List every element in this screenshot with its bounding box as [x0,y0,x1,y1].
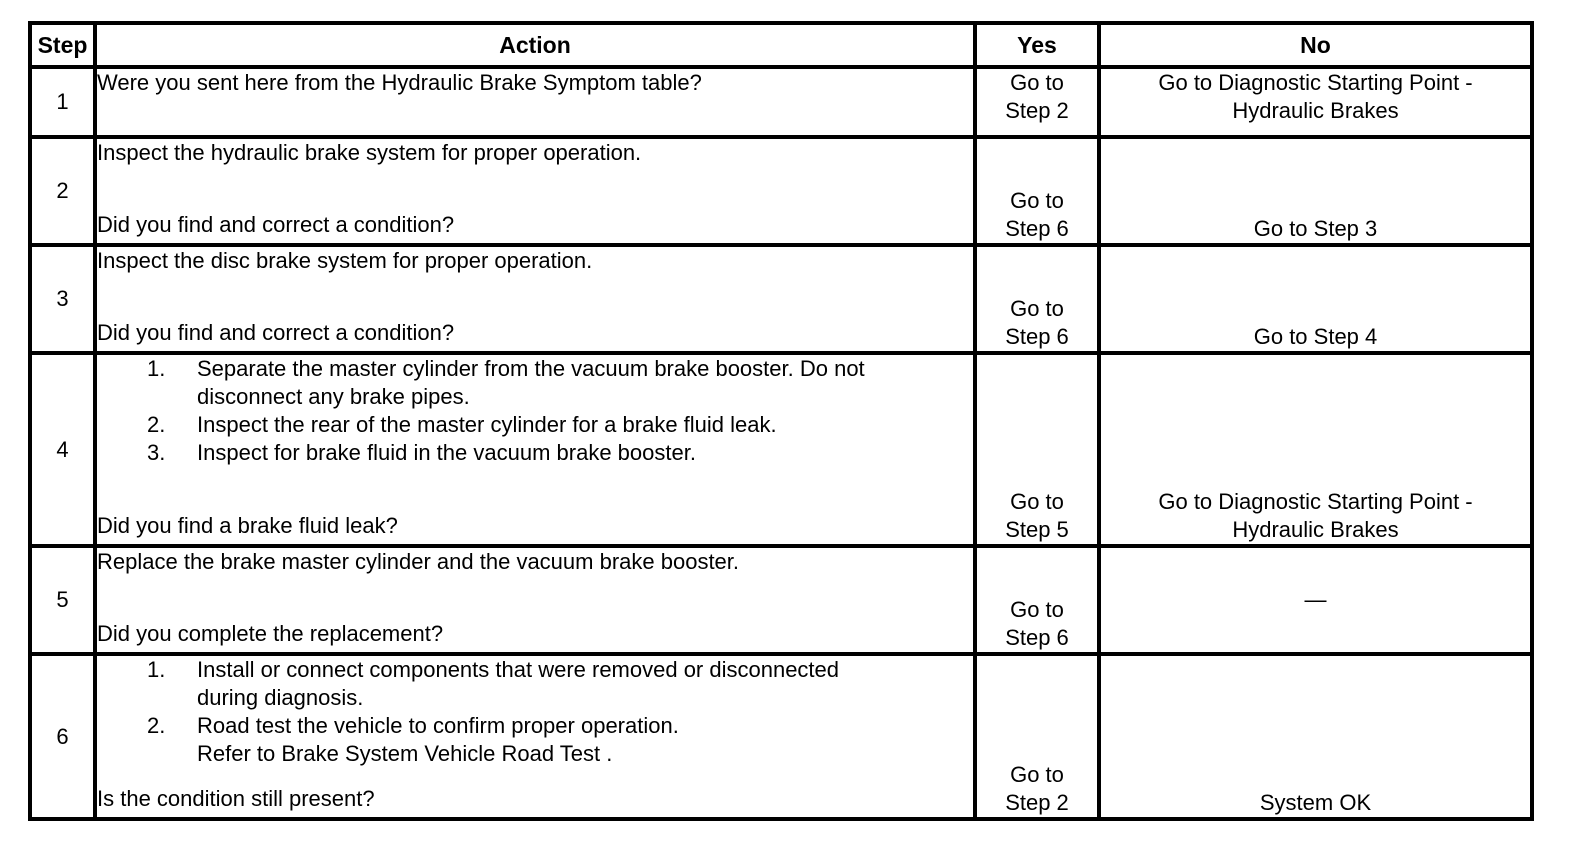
substep-item: 1. Install or connect components that we… [97,656,973,712]
yes-text-line2: Step 6 [1005,216,1069,241]
yes-cell: Go to Step 6 [973,544,1101,656]
substep-line: Install or connect components that were … [197,657,840,682]
yes-text-line2: Step 2 [1005,790,1069,815]
header-action: Action [93,21,977,69]
step-number: 4 [28,351,97,548]
no-text: — [1304,587,1327,612]
no-text: System OK [1259,790,1372,815]
table-row: 1 Were you sent here from the Hydraulic … [28,65,1534,139]
yes-cell: Go to Step 2 [973,652,1101,821]
step-number: 6 [28,652,97,821]
step-number: 1 [28,65,97,139]
yes-cell: Go to Step 5 [973,351,1101,548]
no-text-line2: Hydraulic Brakes [1232,517,1399,542]
yes-text-line1: Go to [1010,597,1064,622]
no-cell: Go to Diagnostic Starting Point - Hydrau… [1097,351,1534,548]
question-text: Did you find and correct a condition? [97,320,455,345]
substep-item: 2. Road test the vehicle to confirm prop… [97,712,973,768]
no-cell: System OK [1097,652,1534,821]
no-text-line2: Hydraulic Brakes [1232,98,1399,123]
substep-line: Inspect the rear of the master cylinder … [197,412,777,437]
substep-line: Refer to Brake System Vehicle Road Test … [197,741,613,766]
yes-text-line1: Go to [1010,296,1064,321]
substep-text: Separate the master cylinder from the va… [197,355,973,411]
substep-line: during diagnosis. [197,685,364,710]
yes-text-line1: Go to [1010,70,1064,95]
action-text: Replace the brake master cylinder and th… [97,549,740,574]
substep-text: Road test the vehicle to confirm proper … [197,712,973,768]
no-cell: — [1097,544,1534,656]
substep-text: Install or connect components that were … [197,656,973,712]
substep-line: Road test the vehicle to confirm proper … [197,713,679,738]
no-text: Go to Step 3 [1253,216,1378,241]
substep-number: 1. [147,657,166,682]
header-step: Step [28,21,97,69]
step-number: 5 [28,544,97,656]
table-row: 3 Inspect the disc brake system for prop… [28,243,1534,355]
action-text: Inspect the hydraulic brake system for p… [97,140,642,165]
question-text: Is the condition still present? [97,786,375,811]
no-text: Go to Step 4 [1253,324,1378,349]
table-row: 6 1. Install or connect components that … [28,652,1534,821]
substep-line: Separate the master cylinder from the va… [197,356,865,381]
diagnostic-table: Step Action Yes No 1 Were you sent here … [28,21,1534,821]
no-cell: Go to Step 3 [1097,135,1534,247]
question-text: Did you find and correct a condition? [97,212,455,237]
action-cell: 1. Separate the master cylinder from the… [93,351,977,548]
yes-cell: Go to Step 6 [973,135,1101,247]
yes-text-line2: Step 5 [1005,517,1069,542]
substep-item: 1. Separate the master cylinder from the… [97,355,973,411]
question-text: Did you find a brake fluid leak? [97,513,398,538]
substep-list: 1. Separate the master cylinder from the… [97,355,973,467]
yes-text-line2: Step 2 [1005,98,1069,123]
substep-item: 2. Inspect the rear of the master cylind… [97,411,973,439]
yes-cell: Go to Step 6 [973,243,1101,355]
substep-list: 1. Install or connect components that we… [97,656,973,768]
yes-text-line1: Go to [1010,489,1064,514]
no-cell: Go to Diagnostic Starting Point - Hydrau… [1097,65,1534,139]
substep-number: 1. [147,356,166,381]
table-row: 4 1. Separate the master cylinder from t… [28,351,1534,548]
step-number: 2 [28,135,97,247]
question-text: Did you complete the replacement? [97,621,444,646]
yes-text-line1: Go to [1010,188,1064,213]
action-cell: Were you sent here from the Hydraulic Br… [93,65,977,139]
action-cell: Inspect the hydraulic brake system for p… [93,135,977,247]
yes-cell: Go to Step 2 [973,65,1101,139]
action-cell: Replace the brake master cylinder and th… [93,544,977,656]
table-row: 2 Inspect the hydraulic brake system for… [28,135,1534,247]
substep-text: Inspect for brake fluid in the vacuum br… [197,439,973,467]
substep-number: 2. [147,412,166,437]
action-cell: 1. Install or connect components that we… [93,652,977,821]
substep-number: 3. [147,440,166,465]
action-text: Inspect the disc brake system for proper… [97,248,593,273]
yes-text-line2: Step 6 [1005,324,1069,349]
table-row: 5 Replace the brake master cylinder and … [28,544,1534,656]
header-no: No [1097,21,1534,69]
header-yes: Yes [973,21,1101,69]
step-number: 3 [28,243,97,355]
yes-text-line2: Step 6 [1005,625,1069,650]
action-text: Were you sent here from the Hydraulic Br… [97,70,702,95]
no-text-line1: Go to Diagnostic Starting Point - [1158,489,1473,514]
no-text-line1: Go to Diagnostic Starting Point - [1158,70,1473,95]
substep-number: 2. [147,713,166,738]
table-header-row: Step Action Yes No [28,21,1534,69]
yes-text-line1: Go to [1010,762,1064,787]
substep-item: 3. Inspect for brake fluid in the vacuum… [97,439,973,467]
substep-line: Inspect for brake fluid in the vacuum br… [197,440,696,465]
no-cell: Go to Step 4 [1097,243,1534,355]
action-cell: Inspect the disc brake system for proper… [93,243,977,355]
substep-line: disconnect any brake pipes. [197,384,470,409]
substep-text: Inspect the rear of the master cylinder … [197,411,973,439]
